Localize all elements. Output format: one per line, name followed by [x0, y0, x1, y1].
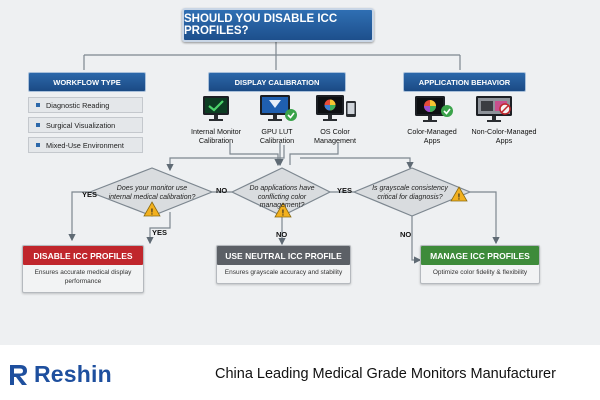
connector-lines: ! ! ! — [68, 40, 512, 264]
result-description: Optimize color fidelity & flexibility — [432, 269, 528, 276]
check-icon — [441, 105, 453, 117]
display-calibration-header: DISPLAY CALIBRATION — [208, 72, 346, 92]
branch-yes-1: YES — [82, 190, 98, 199]
brand-name: Reshin — [34, 361, 112, 387]
result-neutral-icc: USE NEUTRAL ICC PROFILE Ensures grayscal… — [216, 245, 351, 284]
workflow-type-header: WORKFLOW TYPE — [28, 72, 146, 92]
result-title: USE NEUTRAL ICC PROFILE — [217, 246, 350, 265]
svg-text:!: ! — [458, 193, 461, 202]
footer-banner — [0, 345, 600, 400]
os-color-icon — [316, 95, 356, 121]
result-title: MANAGE ICC PROFILES — [421, 246, 539, 265]
workflow-item-diagnostic: Diagnostic Reading — [28, 97, 143, 113]
decision-diamond-1 — [88, 167, 214, 217]
bullet — [36, 143, 40, 147]
decision-diamond-2 — [230, 167, 332, 217]
branch-yes-2: YES — [152, 228, 168, 237]
workflow-item-surgical: Surgical Visualization — [28, 117, 143, 133]
page-title: SHOULD YOU DISABLE ICC PROFILES? — [182, 8, 374, 42]
warning-icons: ! ! ! — [143, 186, 468, 218]
monitor-icon-internal — [203, 96, 229, 121]
bullet — [36, 103, 40, 107]
non-color-managed-apps-icon — [476, 96, 512, 122]
result-description: Ensures grayscale accuracy and stability — [224, 269, 343, 276]
bullet — [36, 123, 40, 127]
gpu-lut-icon — [260, 95, 297, 121]
decision-diamonds — [88, 167, 472, 217]
footer-tagline: China Leading Medical Grade Monitors Man… — [215, 366, 556, 382]
decision-diamond-3 — [352, 167, 472, 217]
branch-no-3: NO — [400, 230, 412, 239]
warning-icon: ! — [143, 201, 161, 217]
application-behavior-header: APPLICATION BEHAVIOR — [403, 72, 526, 92]
result-manage-icc: MANAGE ICC PROFILES Optimize color fidel… — [420, 245, 540, 284]
result-disable-icc: DISABLE ICC PROFILES Ensures accurate me… — [22, 245, 144, 293]
warning-icon: ! — [450, 186, 468, 202]
top-connectors — [83, 40, 461, 70]
reshin-logo-icon — [10, 365, 27, 385]
svg-text:!: ! — [151, 208, 154, 217]
svg-text:!: ! — [282, 209, 285, 218]
branch-no-2: NO — [276, 230, 288, 239]
branch-no-1: NO — [216, 186, 228, 195]
workflow-item-mixed-use: Mixed-Use Environment — [28, 137, 143, 153]
result-title: DISABLE ICC PROFILES — [23, 246, 143, 265]
color-managed-apps-icon — [415, 96, 453, 122]
warning-icon: ! — [274, 202, 292, 218]
branch-yes-3: YES — [337, 186, 353, 195]
check-icon — [285, 109, 297, 121]
